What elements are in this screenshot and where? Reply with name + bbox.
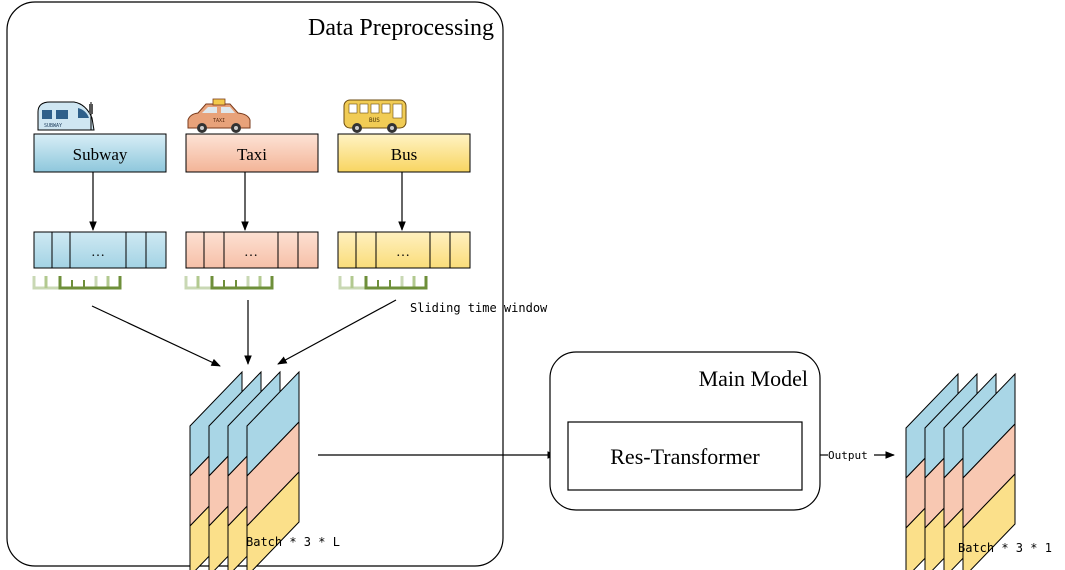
subway-icon-badge: SUBWAY: [44, 123, 62, 129]
source-taxi: Taxi: [185, 133, 319, 173]
source-subway-label: Subway: [73, 145, 128, 164]
preprocessing-title: Data Preprocessing: [308, 15, 494, 41]
sequence-subway: …: [33, 231, 167, 269]
source-bus-label: Bus: [391, 145, 417, 164]
res-transformer-label: Res-Transformer: [610, 444, 760, 469]
arrow-bus-to-batch: [277, 299, 397, 365]
sliding-window-brackets: [32, 276, 428, 290]
output-label: Output: [828, 449, 868, 462]
arrow-subway-to-batch: [91, 305, 221, 367]
stack-slice-band: [962, 472, 1016, 570]
bus-icon: BUS: [343, 99, 407, 133]
source-bus: Bus: [337, 133, 471, 173]
sequence-ellipsis: …: [244, 245, 258, 260]
sliding-window-label: Sliding time window: [410, 301, 548, 315]
output-batch-stack: [905, 372, 1016, 570]
output-batch-label: Batch * 3 * 1: [958, 541, 1052, 555]
sequence-taxi: …: [185, 231, 319, 269]
subway-train-icon: SUBWAY: [37, 101, 95, 131]
sequence-ellipsis: …: [396, 245, 410, 260]
input-batch-label: Batch * 3 * L: [246, 535, 340, 549]
main-model-panel: Main Model Res-Transformer: [549, 351, 821, 511]
source-taxi-label: Taxi: [237, 145, 267, 164]
main-model-title: Main Model: [699, 366, 808, 391]
res-transformer-block: [567, 421, 803, 491]
input-batch-stack: [189, 370, 300, 570]
sequence-ellipsis: …: [91, 245, 105, 260]
stack-slice-band: [246, 470, 300, 570]
taxi-icon-badge: TAXI: [213, 118, 225, 124]
bus-icon-badge: BUS: [369, 117, 380, 124]
sequence-bus: …: [337, 231, 471, 269]
taxi-car-icon: TAXI: [187, 98, 251, 133]
source-subway: Subway: [33, 133, 167, 173]
